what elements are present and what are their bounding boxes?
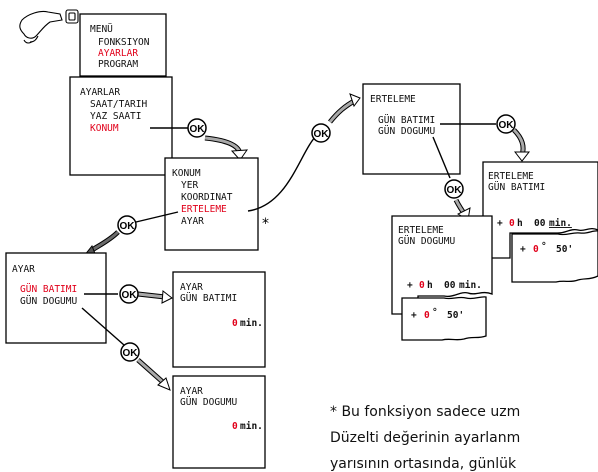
- ayarlar-title: AYARLAR: [80, 87, 120, 98]
- ok-button-2[interactable]: OK: [311, 123, 331, 143]
- erteleme-gun-dogumu-minutes: 00: [444, 280, 456, 291]
- svg-text:OK: OK: [314, 129, 330, 140]
- erteleme-gun-batimi-angle-min: 50': [556, 244, 573, 255]
- footnote-line-3: yarısının ortasında, günlük: [330, 456, 517, 472]
- erteleme-gun-dogumu-angle-min: 50': [447, 310, 464, 321]
- ok-button-1[interactable]: OK: [187, 118, 207, 138]
- erteleme-gun-dogumu-time-sign: +: [407, 280, 413, 291]
- footnote-line-2: Düzelti değerinin ayarlanm: [330, 430, 520, 446]
- ayar-title: AYAR: [12, 264, 35, 275]
- ayar-item-gun-dogumu: GÜN DOGUMU: [20, 296, 77, 307]
- erteleme-gun-dogumu-title: ERTELEME: [398, 225, 444, 236]
- ayarlar-item-saat-tarih: SAAT/TARIH: [90, 99, 147, 110]
- ayar-gun-batimi-unit: min.: [240, 318, 263, 329]
- arrow-erteleme-to-gun-batimi: [440, 123, 531, 162]
- hand-pressing-button-icon: [19, 9, 79, 44]
- ok-button-3[interactable]: OK: [117, 215, 137, 235]
- svg-text:OK: OK: [120, 221, 136, 232]
- erteleme-title: ERTELEME: [370, 94, 416, 105]
- konum-title: KONUM: [172, 168, 201, 179]
- ok-button-5[interactable]: OK: [120, 342, 140, 362]
- erteleme-gun-batimi-title: ERTELEME: [488, 171, 534, 182]
- asterisk-mark: *: [262, 216, 269, 232]
- ayar-gun-dogumu-unit: min.: [240, 421, 263, 432]
- ayar-item-gun-batimi: GÜN BATIMI: [20, 284, 77, 295]
- svg-text:OK: OK: [190, 124, 206, 135]
- screen-ayar: AYAR GÜN BATIMI GÜN DOGUMU: [5, 252, 107, 344]
- screen-erteleme: ERTELEME GÜN BATIMI GÜN DOGUMU: [362, 83, 461, 175]
- erteleme-gun-batimi-angle-sign: +: [520, 244, 526, 255]
- arrow-ayarlar-to-konum: [150, 127, 249, 161]
- ayar-gun-batimi-subtitle: GÜN BATIMI: [180, 293, 237, 304]
- arrow-ayar-to-gun-batimi: [84, 290, 173, 304]
- screen-erteleme-gun-batimi: ERTELEME GÜN BATIMI + 0 h 00 min. + 0 ° …: [482, 161, 598, 283]
- svg-text:OK: OK: [447, 185, 463, 196]
- ok-button-4[interactable]: OK: [119, 284, 139, 304]
- ayar-gun-dogumu-subtitle: GÜN DOGUMU: [180, 397, 237, 408]
- menu-title: MENÜ: [90, 24, 113, 35]
- screen-ayar-gun-dogumu: AYAR GÜN DOGUMU 0 min.: [172, 375, 266, 469]
- menu-item-program: PROGRAM: [98, 59, 138, 70]
- erteleme-gun-dogumu-h-unit: h: [427, 280, 433, 291]
- konum-item-ayar: AYAR: [181, 216, 204, 227]
- screen-ayar-gun-batimi: AYAR GÜN BATIMI 0 min.: [172, 271, 266, 368]
- arrow-ayar-to-gun-dogumu: [81, 307, 171, 391]
- menu-item-fonksiyon: FONKSIYON: [98, 37, 150, 48]
- screen-erteleme-gun-dogumu: ERTELEME GÜN DOGUMU + 0 h 00 min. + 0 ° …: [391, 215, 493, 341]
- menu-item-ayarlar: AYARLAR: [98, 48, 138, 59]
- erteleme-gun-batimi-time-sign: +: [497, 218, 503, 229]
- ayar-gun-batimi-value: 0: [232, 318, 238, 329]
- ok-button-6[interactable]: OK: [496, 114, 516, 134]
- ayar-gun-dogumu-title: AYAR: [180, 386, 203, 397]
- ayar-gun-dogumu-value: 0: [232, 421, 238, 432]
- konum-item-erteleme: ERTELEME: [181, 204, 227, 215]
- arrow-konum-to-ayar: [82, 211, 179, 257]
- erteleme-item-gun-dogumu: GÜN DOGUMU: [378, 126, 435, 137]
- screen-ayarlar: AYARLAR SAAT/TARIH YAZ SAATI KONUM: [69, 76, 173, 176]
- erteleme-gun-dogumu-angle-sign: +: [411, 310, 417, 321]
- erteleme-item-gun-batimi: GÜN BATIMI: [378, 115, 435, 126]
- screen-menu: MENÜ FONKSIYON AYARLAR PROGRAM: [79, 13, 167, 77]
- ayarlar-item-konum: KONUM: [90, 123, 119, 134]
- svg-text:OK: OK: [499, 120, 515, 131]
- erteleme-gun-dogumu-hours: 0: [419, 280, 425, 291]
- erteleme-gun-dogumu-deg: 0: [424, 310, 430, 321]
- erteleme-gun-dogumu-deg-unit: °: [432, 307, 438, 318]
- ayar-gun-batimi-title: AYAR: [180, 282, 203, 293]
- svg-text:OK: OK: [122, 290, 138, 301]
- erteleme-gun-dogumu-subtitle: GÜN DOGUMU: [398, 236, 455, 247]
- erteleme-gun-batimi-h-unit: h: [517, 218, 523, 229]
- konum-item-koordinat: KOORDINAT: [181, 192, 233, 203]
- erteleme-gun-batimi-minutes: 00: [534, 218, 546, 229]
- ok-button-7[interactable]: OK: [444, 179, 464, 199]
- erteleme-gun-batimi-hours: 0: [509, 218, 515, 229]
- erteleme-gun-batimi-min-unit: min.: [549, 218, 572, 229]
- arrow-konum-to-erteleme: [247, 93, 361, 212]
- erteleme-gun-batimi-deg: 0: [533, 244, 539, 255]
- ayarlar-item-yaz-saati: YAZ SAATI: [90, 111, 141, 122]
- screen-konum: KONUM YER KOORDINAT ERTELEME AYAR *: [164, 157, 269, 251]
- konum-item-yer: YER: [181, 180, 198, 191]
- footnote: * Bu fonksiyon sadece uzm Düzelti değeri…: [330, 404, 520, 472]
- footnote-line-1: * Bu fonksiyon sadece uzm: [330, 404, 520, 420]
- erteleme-gun-dogumu-min-unit: min.: [459, 280, 482, 291]
- erteleme-gun-batimi-deg-unit: °: [541, 241, 547, 252]
- erteleme-gun-batimi-subtitle: GÜN BATIMI: [488, 182, 545, 193]
- svg-text:OK: OK: [123, 348, 139, 359]
